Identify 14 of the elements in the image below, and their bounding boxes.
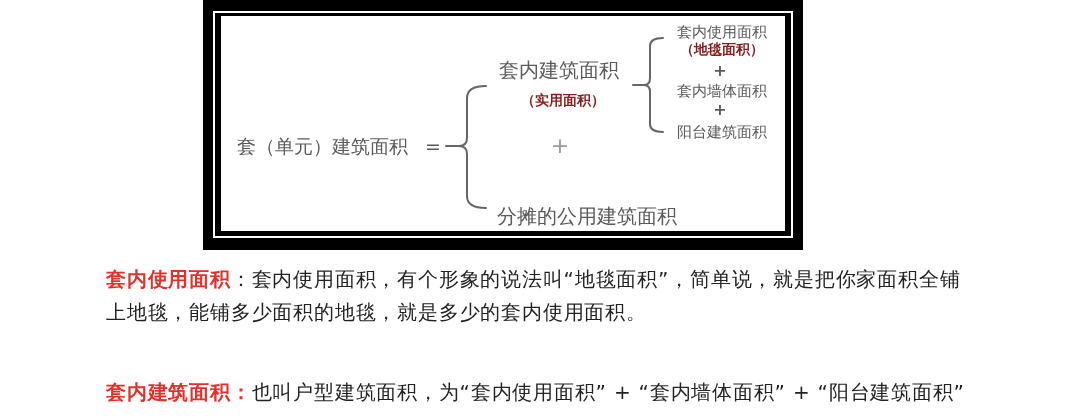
formula-note: （实用面积）: [521, 93, 605, 107]
paragraph: 套内建筑面积：也叫户型建筑面积，为“套内使用面积” + “套内墙体面积” + “阳台建筑面积”: [106, 379, 966, 406]
plus-sign: +: [713, 102, 727, 118]
formula-term: 阳台建筑面积: [677, 124, 767, 140]
formula-note: （地毯面积）: [680, 43, 764, 57]
formula-term: 套内使用面积: [677, 24, 767, 40]
formula-term: 套内建筑面积: [499, 61, 619, 81]
plus-sign: +: [713, 63, 727, 79]
plus-sign: +: [550, 135, 570, 157]
paragraph: 套内使用面积：套内使用面积，有个形象的说法叫“地毯面积”，简单说，就是把你家面积全铺上地毯，能铺多少面积的地毯，就是多少的套内使用面积。: [106, 266, 962, 326]
formula-term: 套（单元）建筑面积: [236, 136, 408, 156]
formula-term: 分摊的公用建筑面积: [497, 207, 677, 227]
formula-term: 套内墙体面积: [677, 83, 767, 99]
equals-sign: =: [425, 136, 441, 156]
